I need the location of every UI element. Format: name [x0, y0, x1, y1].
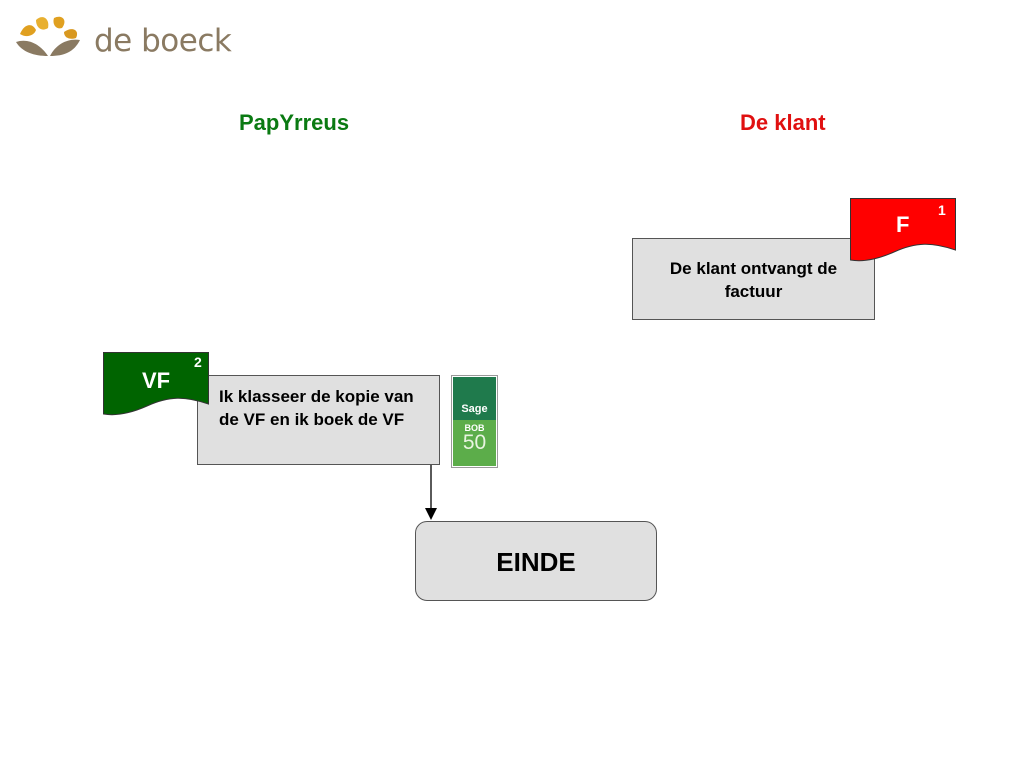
logo-text: de boeck — [94, 23, 232, 59]
step-klasseer-en-boek: Ik klasseer de kopie van de VF en ik boe… — [197, 375, 440, 465]
wheat-leaves-icon — [16, 16, 80, 56]
lane-title-de-klant: De klant — [740, 110, 826, 135]
sage-badge-bottom — [453, 420, 496, 466]
sage-name: Sage — [461, 403, 488, 415]
step-einde: EINDE — [415, 521, 657, 601]
document-verkoopfactuur: VF 2 — [103, 352, 209, 418]
sage-bob-50-badge: Sage BOB 50 — [451, 375, 498, 468]
sage-product: BOB — [464, 423, 485, 433]
doc-f-number: 1 — [938, 202, 946, 218]
sage-badge-shape — [451, 375, 498, 468]
document-shape-vf — [103, 352, 209, 416]
document-factuur: F 1 — [850, 198, 956, 264]
de-boeck-logo: de boeck — [14, 12, 244, 64]
doc-f-fill — [850, 198, 956, 262]
doc-vf-label: VF — [142, 368, 171, 393]
step-klant-ontvangt-factuur: De klant ontvangt de factuur — [632, 238, 875, 320]
document-shape-f — [850, 198, 956, 262]
doc-vf-fill — [103, 352, 209, 416]
lane-title-papyrreus: PapYrreus — [239, 110, 350, 135]
doc-f-label: F — [896, 212, 910, 237]
doc-vf-number: 2 — [194, 354, 202, 370]
sage-badge-top — [453, 377, 496, 420]
sage-version: 50 — [462, 431, 487, 454]
